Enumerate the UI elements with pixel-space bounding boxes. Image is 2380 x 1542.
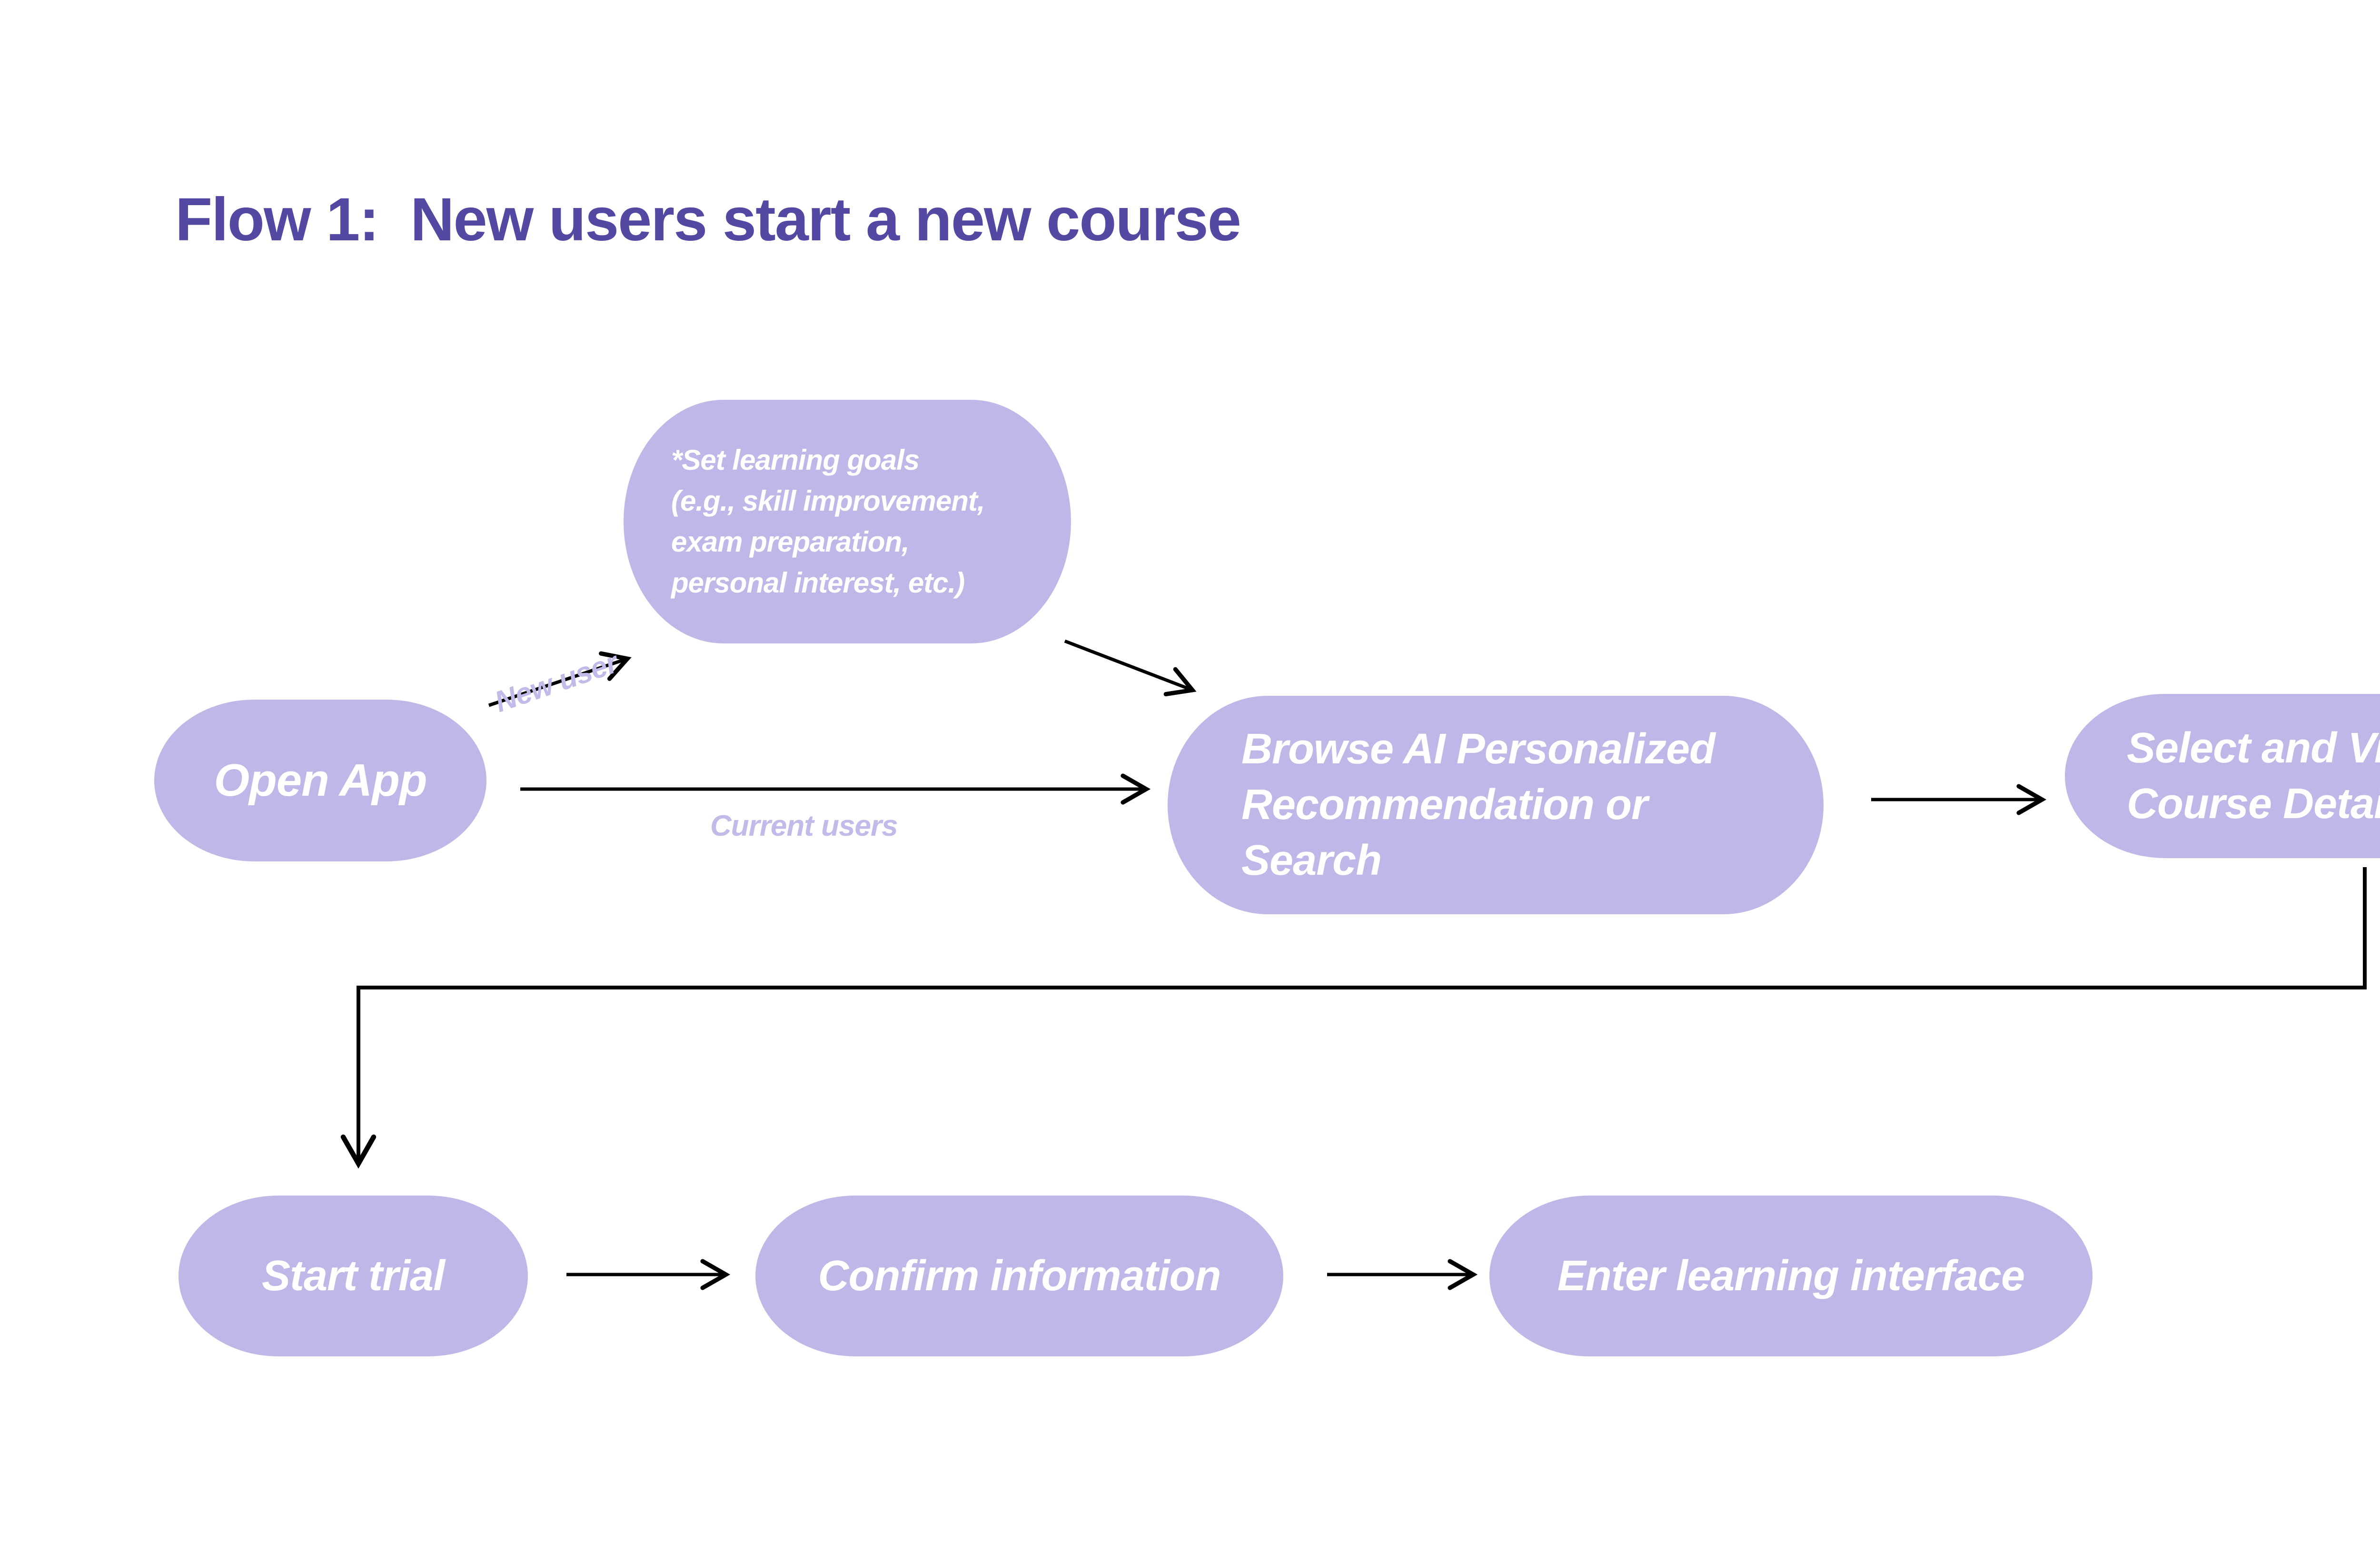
node-start-trial: Start trial bbox=[178, 1196, 528, 1356]
node-enter-learning-interface: Enter learning interface bbox=[1489, 1196, 2092, 1356]
node-confirm-information-label: Confirm information bbox=[818, 1252, 1221, 1300]
node-browse-recommendation-label: Browse AI Personalized Recommendation or… bbox=[1241, 725, 1716, 884]
edge-label-new-user: New user bbox=[490, 646, 622, 719]
arrow-goals-to-browse bbox=[1064, 639, 1197, 697]
node-browse-recommendation: Browse AI Personalized Recommendation or… bbox=[1168, 696, 1824, 914]
node-start-trial-label: Start trial bbox=[261, 1252, 445, 1300]
node-enter-learning-interface-label: Enter learning interface bbox=[1557, 1252, 2025, 1300]
node-open-app-label: Open App bbox=[214, 755, 427, 806]
page-title: Flow 1: New users start a new course bbox=[175, 186, 1241, 254]
node-set-learning-goals: *Set learning goals (e.g., skill improve… bbox=[624, 400, 1071, 643]
node-confirm-information: Confirm information bbox=[755, 1196, 1283, 1356]
edge-label-current-users: Current users bbox=[710, 810, 898, 842]
node-select-view-course-label: Select and View Course Details bbox=[2127, 724, 2380, 828]
node-open-app: Open App bbox=[154, 700, 486, 861]
node-select-view-course: Select and View Course Details bbox=[2065, 694, 2380, 858]
node-set-learning-goals-label: *Set learning goals (e.g., skill improve… bbox=[671, 444, 985, 599]
